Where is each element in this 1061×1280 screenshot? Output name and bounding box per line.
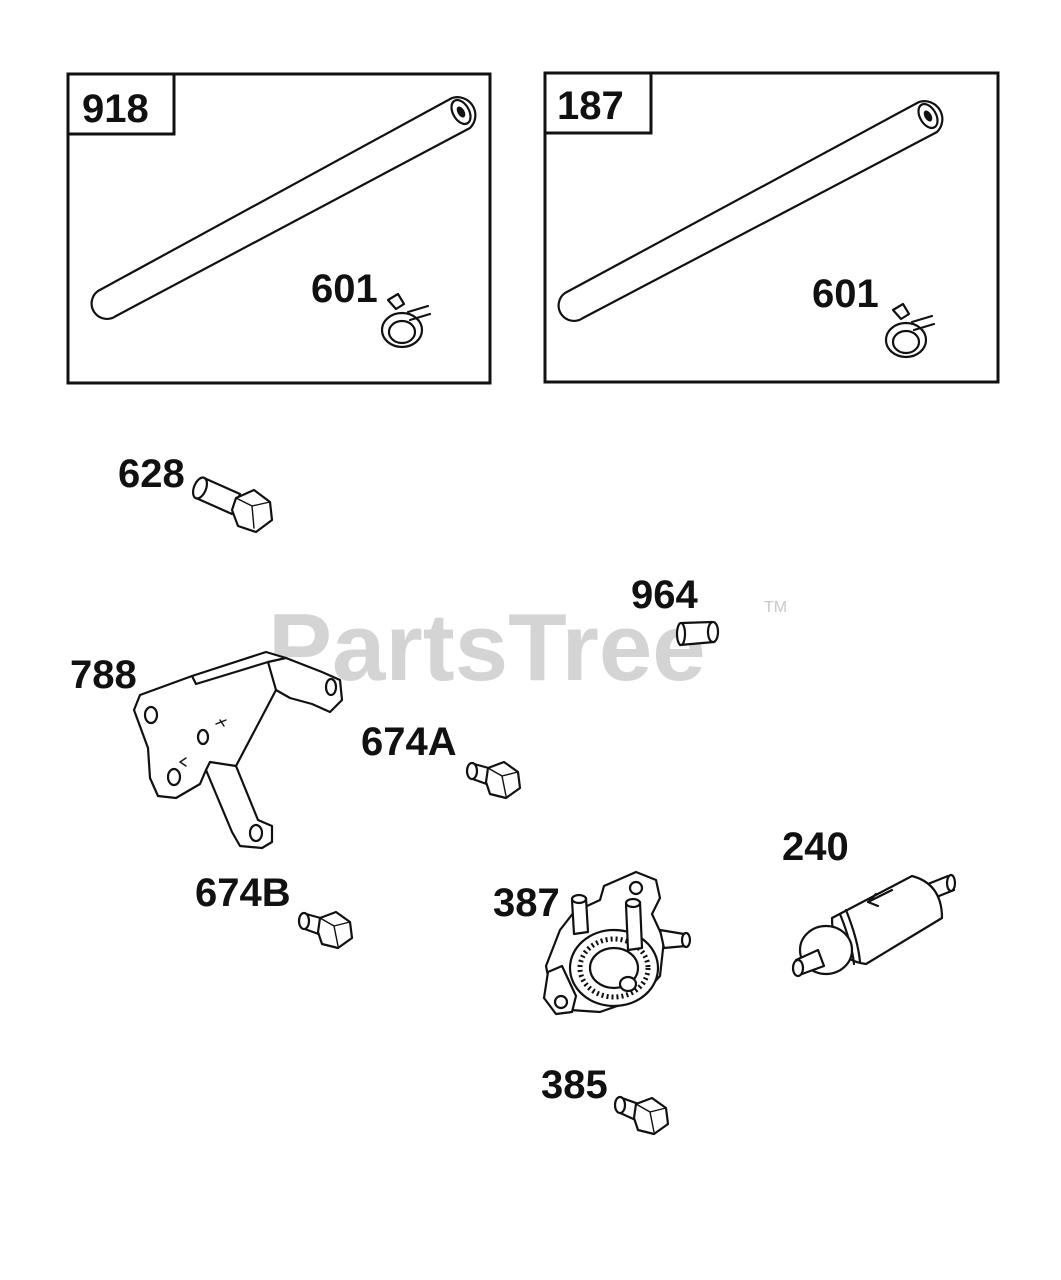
kit-number-label: 187 <box>557 84 624 128</box>
kit-box-918[interactable]: 918 601 <box>66 72 492 385</box>
fuel-line-hose[interactable] <box>90 96 477 320</box>
part-label-674a: 674A <box>361 720 457 764</box>
part-label-240: 240 <box>782 825 849 869</box>
watermark-trademark: TM <box>764 599 787 616</box>
kit-number-label: 918 <box>82 87 149 131</box>
fuel-line-hose[interactable] <box>557 100 944 322</box>
part-label-385: 385 <box>541 1063 608 1107</box>
hose-clamp-icon[interactable] <box>884 302 936 359</box>
hose-clamp-icon[interactable] <box>380 292 432 349</box>
flange-bolt-icon[interactable] <box>613 1095 670 1136</box>
clamp-label: 601 <box>311 267 378 311</box>
fuel-pump-icon[interactable] <box>542 870 692 1016</box>
clamp-label: 601 <box>812 272 879 316</box>
hex-bolt-icon[interactable] <box>190 476 274 534</box>
mounting-bracket-icon[interactable] <box>132 650 344 850</box>
part-label-387: 387 <box>493 881 560 925</box>
flange-bolt-icon[interactable] <box>465 760 522 800</box>
flange-bolt-icon[interactable] <box>297 910 354 950</box>
fuel-filter-icon[interactable] <box>791 873 957 978</box>
part-label-788: 788 <box>70 653 137 697</box>
part-label-674b: 674B <box>195 871 291 915</box>
part-label-964: 964 <box>631 573 698 617</box>
kit-box-187[interactable]: 187 601 <box>543 71 1000 384</box>
spacer-sleeve-icon[interactable] <box>675 620 720 647</box>
part-label-628: 628 <box>118 452 185 496</box>
